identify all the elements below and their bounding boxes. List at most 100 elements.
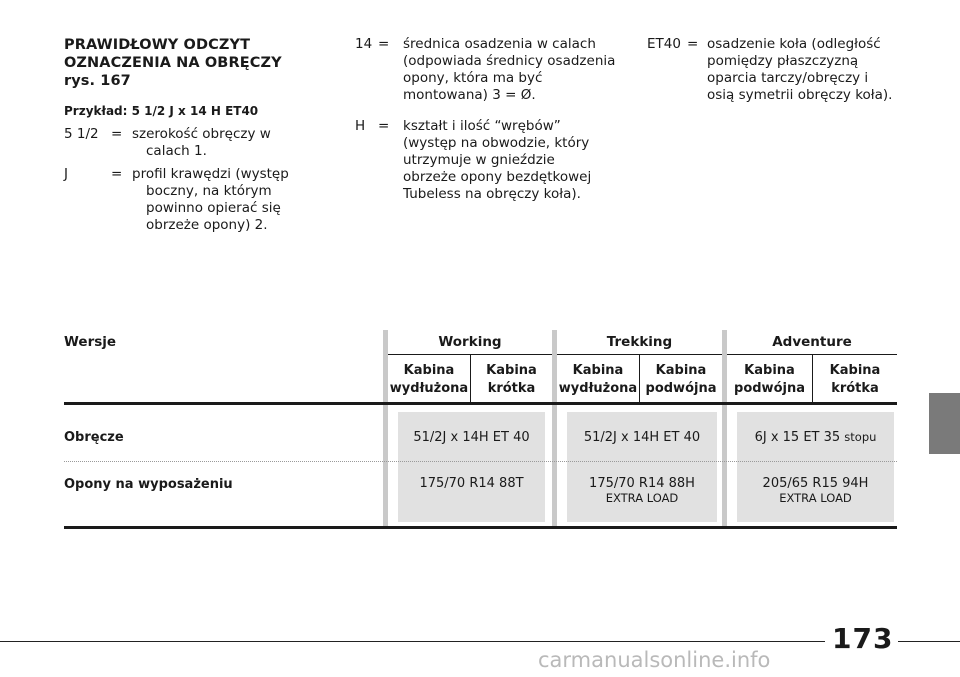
definition-line: średnica osadzenia w calach <box>403 36 596 52</box>
definition-line: calach 1. <box>146 143 207 159</box>
definition-text: kształt i ilość “wrębów” (występ na obwo… <box>403 118 591 203</box>
definition-term: J <box>64 166 68 182</box>
definition-equals: = <box>378 118 390 134</box>
definition-line: obrzeże opony) 2. <box>146 217 268 233</box>
rim-working: 51/2J x 14H ET 40 <box>398 430 545 445</box>
subcol-line: podwójna <box>734 381 805 396</box>
definition-hump: H = kształt i ilość “wrębów” (występ na … <box>355 118 625 208</box>
cell-value: 6J x 15 ET 35 <box>754 430 841 445</box>
cell-background <box>567 412 717 522</box>
subcol-line: Kabina <box>829 363 881 378</box>
definition-line: obrzeże opony bezdętkowej <box>403 169 592 185</box>
definition-line: powinno opierać się <box>146 200 281 216</box>
definition-line: oparcia tarczy/obręczy i <box>707 70 869 86</box>
heading-line-2: OZNACZENIA NA OBRĘCZY <box>64 55 282 71</box>
subcol-header: Kabina podwójna <box>727 362 812 398</box>
subcol-line: krótka <box>831 381 879 396</box>
definition-equals: = <box>111 166 123 182</box>
definition-line: Tubeless na obręczy koła). <box>403 186 581 202</box>
row-label-rims: Obręcze <box>64 430 124 445</box>
definition-equals: = <box>378 36 390 52</box>
footer-rule-left <box>0 641 825 642</box>
definition-line: pomiędzy płaszczyzną <box>707 53 859 69</box>
versions-label: Wersje <box>64 334 117 350</box>
rim-trekking: 51/2J x 14H ET 40 <box>567 430 717 445</box>
subcol-divider <box>470 355 471 402</box>
cell-subvalue: EXTRA LOAD <box>605 491 679 505</box>
heading-line-3: rys. 167 <box>64 73 131 89</box>
row-separator <box>64 461 897 462</box>
definition-text: szerokość obręczy w calach 1. <box>132 126 271 160</box>
definition-line: boczny, na którym <box>146 183 272 199</box>
definition-diameter: 14 = średnica osadzenia w calach (odpowi… <box>355 36 625 108</box>
group-adventure: Adventure <box>772 334 852 350</box>
section-heading: PRAWIDŁOWY ODCZYT OZNACZENIA NA OBRĘCZY … <box>64 36 282 90</box>
definition-line: utrzymuje w gnieździe <box>403 152 555 168</box>
cell-value: 51/2J x 14H ET 40 <box>583 430 701 445</box>
cell-value: 205/65 R15 94H <box>762 476 869 491</box>
group-working: Working <box>438 334 502 350</box>
column-separator <box>552 330 557 528</box>
definition-term: H <box>355 118 366 134</box>
definition-line: osadzenie koła (odległość <box>707 36 881 52</box>
example-label: Przykład: 5 1/2 J x 14 H ET40 <box>64 104 259 118</box>
subcol-header: Kabina wydłużona <box>388 362 470 398</box>
subcol-line: Kabina <box>403 363 455 378</box>
chapter-tab <box>929 393 960 454</box>
definition-line: montowana) 3 = Ø. <box>403 87 536 103</box>
column-separator <box>383 330 388 528</box>
subcol-divider <box>812 355 813 402</box>
footer-rule-right <box>898 641 960 642</box>
subcol-line: Kabina <box>486 363 537 378</box>
header-rule <box>388 354 552 355</box>
subcol-line: Kabina <box>655 363 707 378</box>
header-rule <box>557 354 722 355</box>
definition-line: profil krawędzi (występ <box>132 166 289 182</box>
definition-line: osią symetrii obręczy koła). <box>707 87 893 103</box>
cell-value: 175/70 R14 88T <box>419 476 524 491</box>
cell-value: 51/2J x 14H ET 40 <box>413 430 530 445</box>
watermark-text: carmanualsonline.info <box>538 648 771 672</box>
subcol-line: Kabina <box>744 363 795 378</box>
definition-equals: = <box>111 126 123 142</box>
cell-value: 175/70 R14 88H <box>589 476 695 491</box>
definition-text: profil krawędzi (występ boczny, na który… <box>132 166 289 234</box>
definition-line: opony, która ma być <box>403 70 543 86</box>
header-bottom-rule <box>64 402 897 405</box>
definition-line: szerokość obręczy w <box>132 126 271 142</box>
subcol-line: wydłużona <box>389 381 469 396</box>
cell-background <box>737 412 894 522</box>
table-bottom-rule <box>64 526 897 529</box>
tyre-working: 175/70 R14 88T <box>398 476 545 491</box>
subcol-line: krótka <box>487 381 536 396</box>
subcol-header: Kabina krótka <box>813 362 897 398</box>
subcol-header: Kabina krótka <box>471 362 552 398</box>
subcol-header: Kabina podwójna <box>640 362 722 398</box>
cell-background <box>398 412 545 522</box>
definition-line: kształt i ilość “wrębów” <box>403 118 561 134</box>
cell-suffix: stopu <box>844 430 877 444</box>
definition-equals: = <box>687 36 699 52</box>
definition-text: średnica osadzenia w calach (odpowiada ś… <box>403 36 615 104</box>
definition-term: 5 1/2 <box>64 126 99 142</box>
column-separator <box>722 330 727 528</box>
row-label-tyres: Opony na wyposażeniu <box>64 477 233 492</box>
tyre-trekking: 175/70 R14 88H EXTRA LOAD <box>567 476 717 505</box>
subcol-line: wydłużona <box>558 381 638 396</box>
cell-subvalue: EXTRA LOAD <box>779 491 852 505</box>
definition-term: ET40 <box>647 36 681 52</box>
subcol-line: Kabina <box>572 363 624 378</box>
definition-line: (odpowiada średnicy osadzenia <box>403 53 616 69</box>
definition-term: 14 <box>355 36 373 52</box>
header-rule <box>727 354 897 355</box>
definition-text: osadzenie koła (odległość pomiędzy płasz… <box>707 36 892 104</box>
subcol-header: Kabina wydłużona <box>557 362 639 398</box>
definition-line: (występ na obwodzie, który <box>403 135 590 151</box>
tyre-adventure: 205/65 R15 94H EXTRA LOAD <box>737 476 894 505</box>
subcol-line: podwójna <box>645 381 717 396</box>
rim-adventure: 6J x 15 ET 35 stopu <box>737 430 894 445</box>
definition-offset: ET40 = osadzenie koła (odległość pomiędz… <box>647 36 907 108</box>
subcol-divider <box>639 355 640 402</box>
definition-profile: J = profil krawędzi (występ boczny, na k… <box>64 166 314 238</box>
page-number: 173 <box>832 622 894 655</box>
